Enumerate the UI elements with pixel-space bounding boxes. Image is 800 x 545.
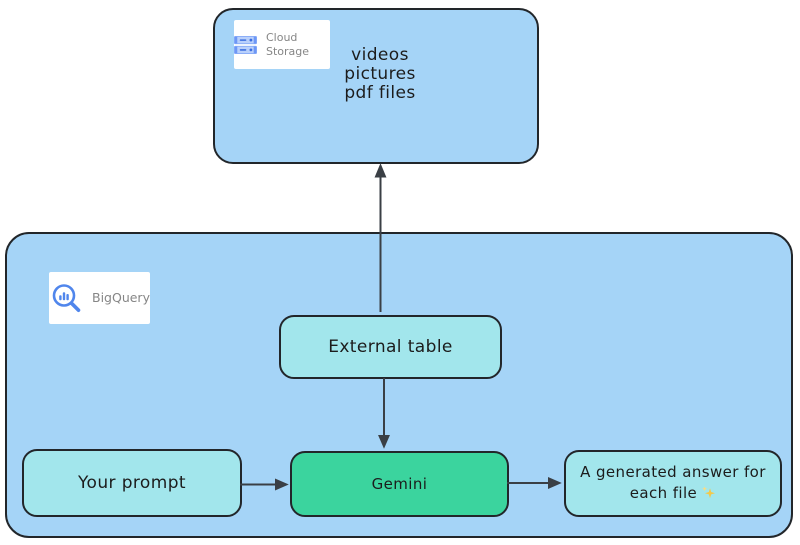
sparkles-icon: [701, 485, 716, 506]
node-your-prompt-label: Your prompt: [78, 473, 186, 493]
storage-content-line: pictures: [344, 64, 416, 84]
node-generated-answer-label: A generated answer for each file: [574, 462, 772, 506]
node-gemini: Gemini: [290, 451, 509, 517]
cloud-storage-icon: [234, 35, 257, 54]
cloud-storage-card: Cloud Storage: [234, 20, 330, 69]
bigquery-card: BigQuery: [49, 272, 150, 324]
node-external-table-label: External table: [328, 337, 453, 357]
storage-content-line: pdf files: [344, 83, 416, 103]
bigquery-label: BigQuery: [92, 290, 150, 306]
cloud-storage-label: Cloud Storage: [265, 30, 310, 58]
storage-content-text: videos pictures pdf files: [300, 46, 460, 103]
bigquery-group-box: BigQuery External table Your prompt Gemi…: [5, 232, 793, 538]
node-generated-answer: A generated answer for each file: [564, 450, 782, 517]
storage-content-line: videos: [351, 45, 409, 65]
cloud-storage-group-box: Cloud Storage videos pictures pdf files: [213, 8, 539, 164]
bigquery-icon: [52, 284, 81, 313]
node-external-table: External table: [279, 315, 502, 379]
node-your-prompt: Your prompt: [22, 449, 242, 517]
node-gemini-label: Gemini: [371, 475, 428, 493]
